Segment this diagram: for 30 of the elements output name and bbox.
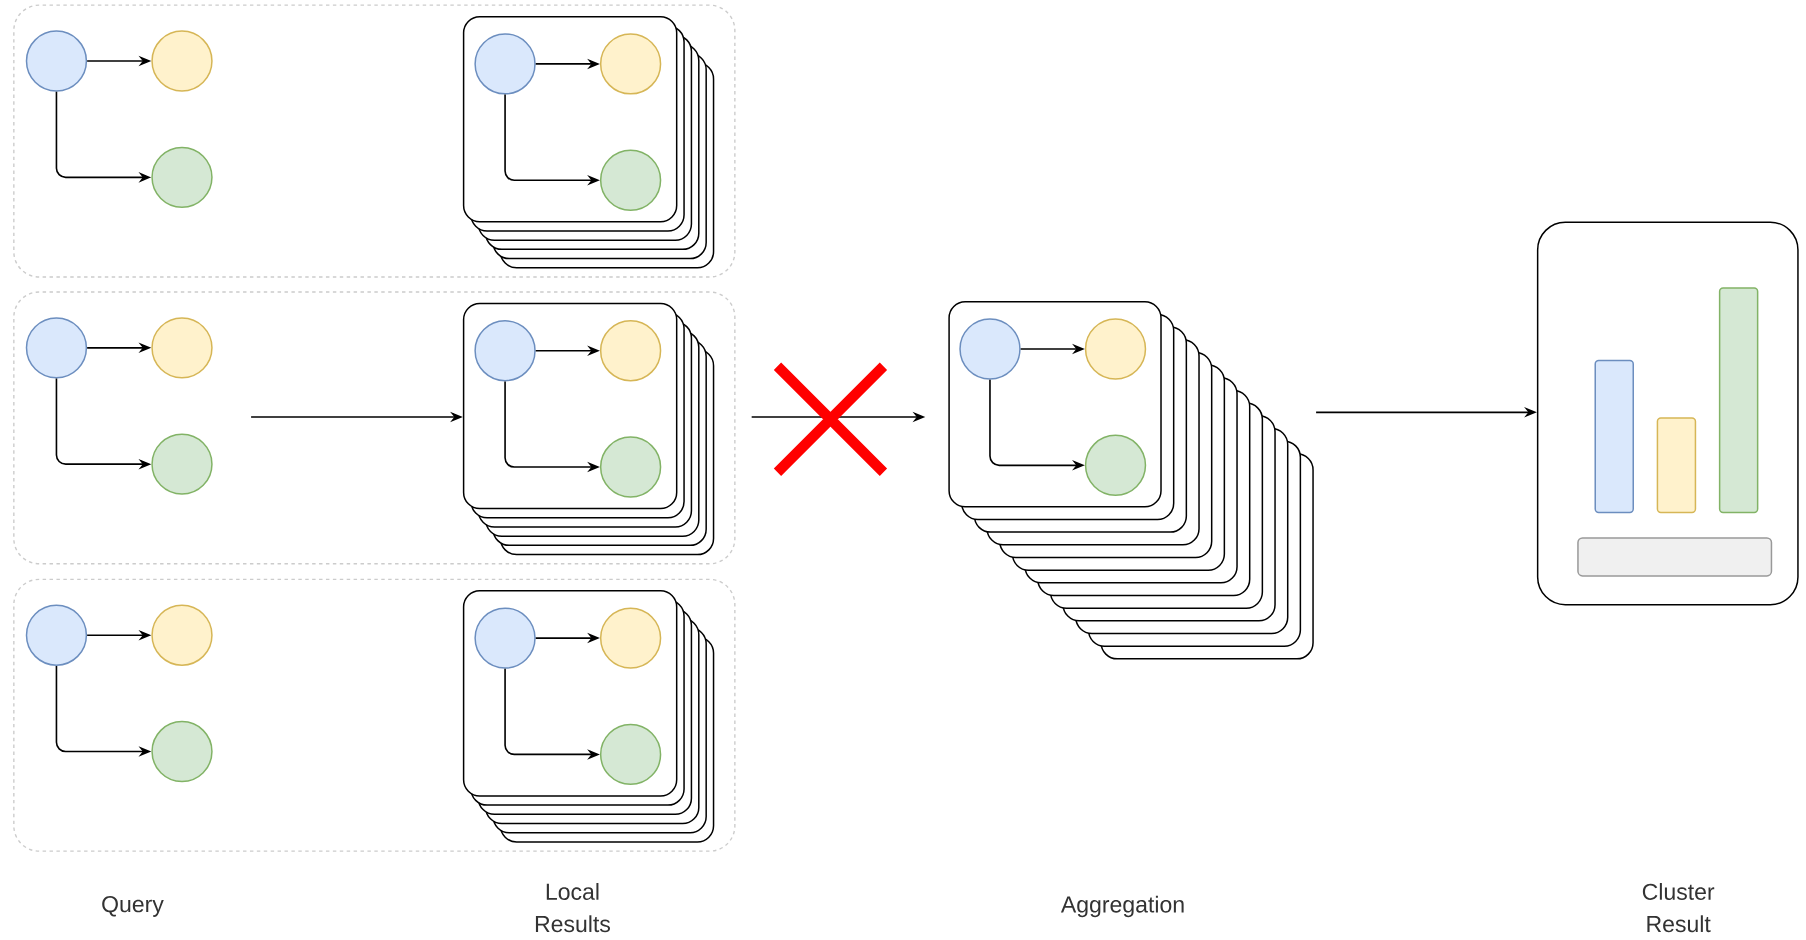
column-label: Aggregation (1060, 895, 1184, 918)
circle (151, 433, 213, 495)
circle (1084, 434, 1147, 497)
circle (25, 30, 88, 92)
circle (151, 720, 213, 783)
circle (151, 146, 213, 209)
chart-card (1536, 221, 1799, 606)
circle (599, 33, 662, 95)
circle (599, 436, 662, 498)
circle (959, 318, 1021, 380)
circle (151, 30, 213, 92)
result-card (948, 301, 1314, 660)
column-label: Local Results (535, 883, 610, 933)
group-band (13, 291, 736, 565)
circle (474, 607, 536, 669)
circle (474, 320, 536, 382)
circle (474, 33, 536, 95)
column-label: Cluster Result (1642, 883, 1715, 933)
circle (151, 604, 213, 666)
circle (599, 607, 662, 669)
circle (25, 317, 88, 379)
circle (599, 320, 662, 382)
circle (1084, 318, 1147, 380)
group-band (13, 578, 736, 852)
group-band (13, 4, 736, 278)
circle (599, 149, 662, 212)
circle (599, 723, 662, 786)
circle (151, 317, 213, 379)
circle (25, 604, 88, 666)
column-label: Query (102, 896, 164, 917)
